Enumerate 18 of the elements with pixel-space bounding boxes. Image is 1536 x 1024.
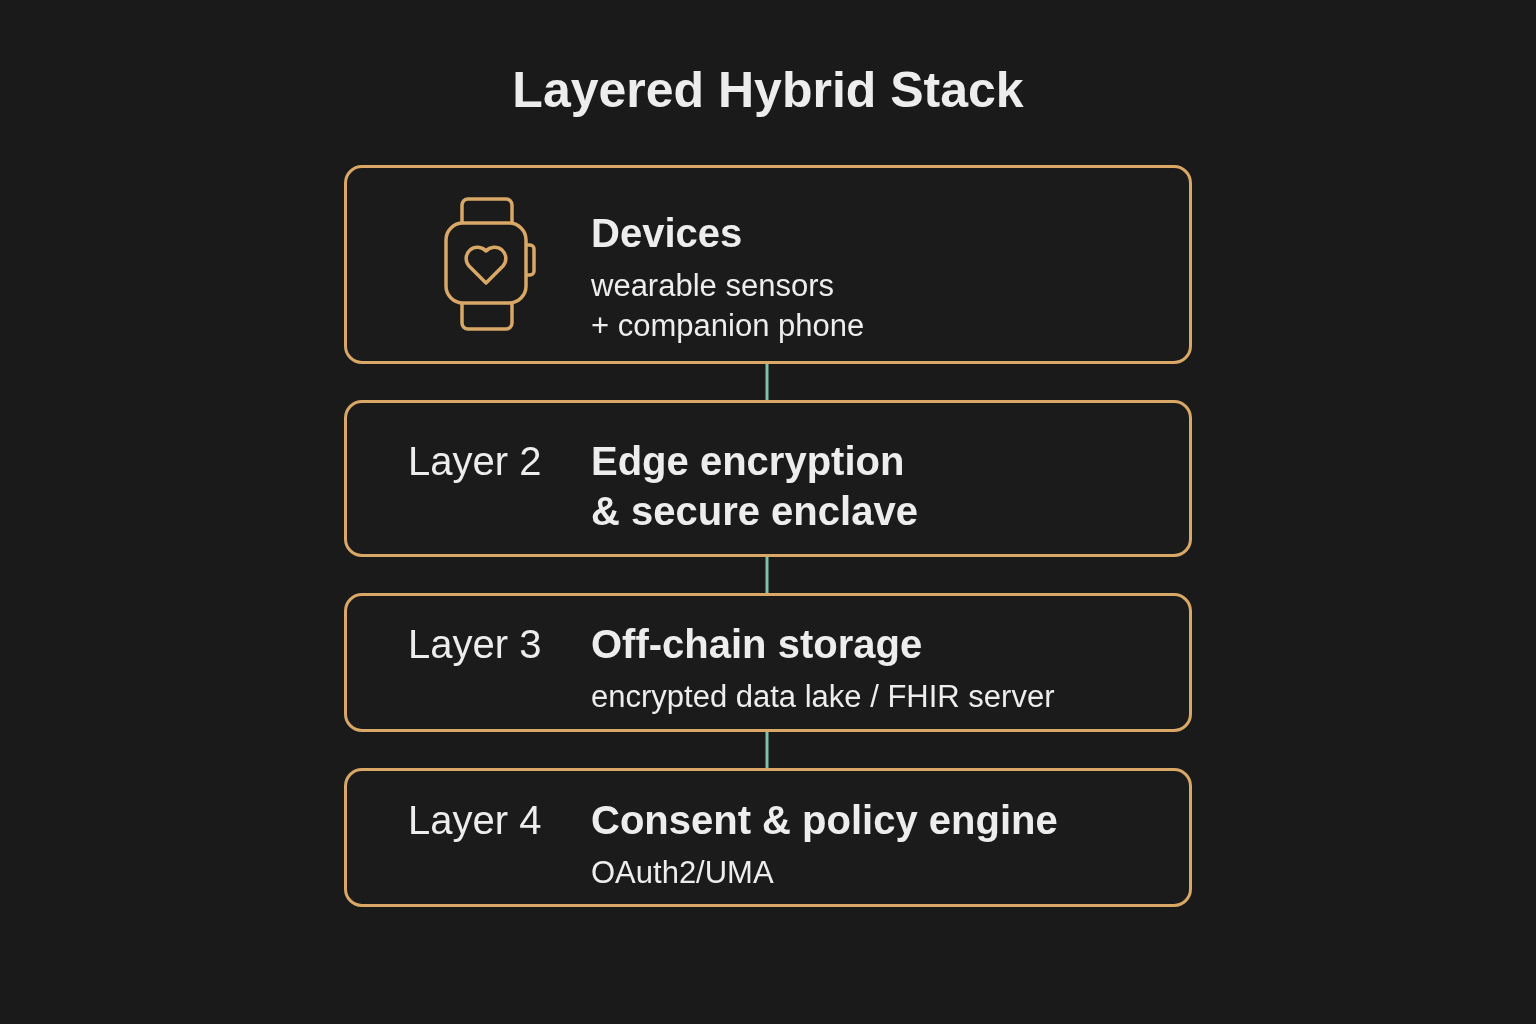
- connector-line: [765, 732, 769, 768]
- layer-box: [344, 165, 1192, 364]
- layer-label: Layer 3: [408, 620, 542, 668]
- layer-title: Consent & policy engine: [591, 796, 1058, 844]
- layer-box: [344, 593, 1192, 732]
- layer-title: Off-chain storage: [591, 620, 923, 668]
- layer-description: OAuth2/UMA: [591, 853, 774, 892]
- layer-description: wearable sensors + companion phone: [591, 266, 865, 345]
- layer-box: [344, 768, 1192, 907]
- connector-line: [765, 364, 769, 400]
- layer-label: Layer 2: [408, 437, 542, 485]
- layer-description: encrypted data lake / FHIR server: [591, 677, 1055, 716]
- layer-title: Devices: [591, 209, 743, 257]
- layer-title: Edge encryption & secure enclave: [591, 437, 918, 535]
- layer-label: Layer 4: [408, 796, 542, 844]
- connector-line: [765, 557, 769, 593]
- layer-box: [344, 400, 1192, 557]
- diagram-title: Layered Hybrid Stack: [512, 61, 1024, 120]
